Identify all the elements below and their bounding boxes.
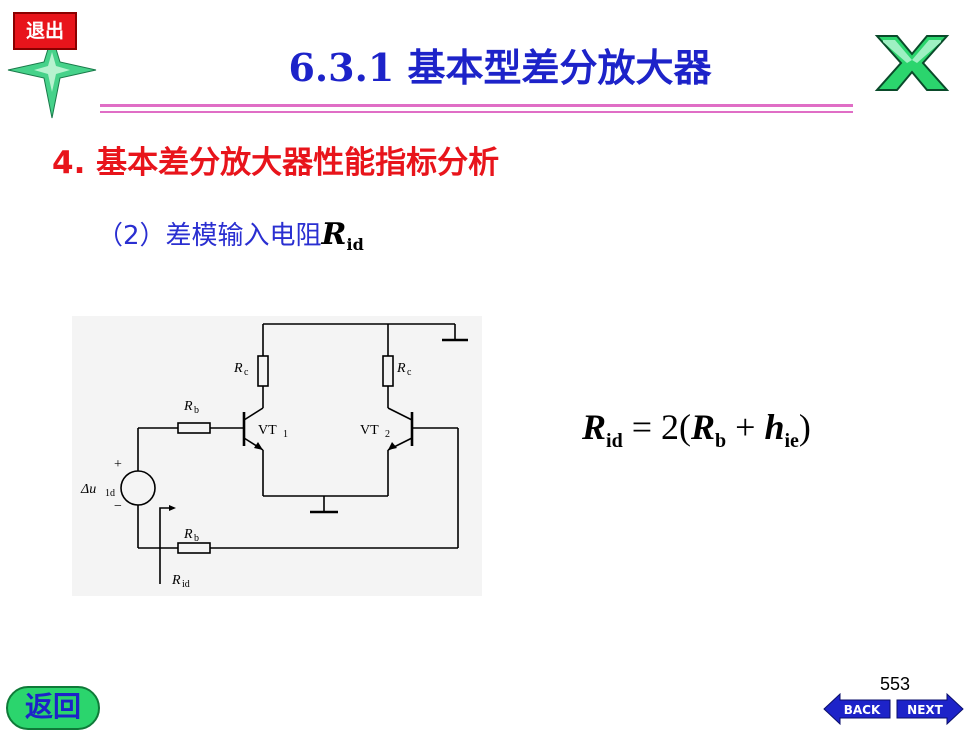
next-button[interactable]: NEXT bbox=[895, 692, 965, 726]
minus-label: − bbox=[114, 499, 122, 514]
rb-top-label: R bbox=[183, 399, 193, 414]
rid-subscript: id bbox=[346, 235, 364, 254]
subheading: （2）差模输入电阻Rid bbox=[97, 215, 364, 265]
rb-top-sub: b bbox=[194, 405, 199, 416]
section-heading: 4. 基本差分放大器性能指标分析 bbox=[52, 145, 500, 181]
back-button[interactable]: BACK bbox=[822, 692, 892, 726]
rid-label: R bbox=[171, 573, 181, 588]
rc-right-label: R bbox=[396, 361, 406, 376]
back-label: BACK bbox=[844, 703, 881, 717]
title-divider bbox=[100, 111, 853, 113]
differential-amplifier-circuit: R c R c R b R b VT 1 VT 2 + Δu 1d − R id bbox=[72, 316, 482, 596]
vt1-label: VT bbox=[258, 423, 277, 438]
subheading-text: （2）差模输入电阻 bbox=[97, 221, 322, 251]
page-title: 6.3.1 基本型差分放大器 bbox=[288, 45, 712, 90]
title-divider bbox=[100, 104, 853, 107]
vt1-sub: 1 bbox=[283, 429, 288, 440]
rc-left-label: R bbox=[233, 361, 243, 376]
vt2-label: VT bbox=[360, 423, 379, 438]
rc-left-sub: c bbox=[244, 367, 249, 378]
source-label: Δu bbox=[80, 482, 96, 497]
rb-bottom-sub: b bbox=[194, 533, 199, 544]
next-label: NEXT bbox=[907, 703, 943, 717]
source-sub: 1d bbox=[105, 488, 115, 499]
rid-formula: Rid = 2(Rb + hie) bbox=[582, 407, 811, 452]
return-button[interactable]: 返回 bbox=[6, 686, 100, 730]
rb-bottom-label: R bbox=[183, 527, 193, 542]
page-number: 553 bbox=[880, 674, 911, 694]
exit-button[interactable]: 退出 bbox=[13, 12, 77, 50]
rid-sub: id bbox=[182, 579, 190, 590]
menu-cross-icon[interactable] bbox=[869, 30, 955, 96]
rc-right-sub: c bbox=[407, 367, 412, 378]
vt2-sub: 2 bbox=[385, 429, 390, 440]
rid-symbol: R bbox=[321, 217, 347, 252]
plus-label: + bbox=[114, 457, 122, 472]
compass-star-icon bbox=[7, 34, 97, 119]
